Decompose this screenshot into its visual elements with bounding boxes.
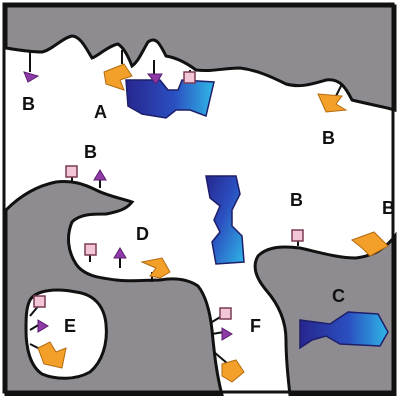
- label-b-mid-left: B: [84, 142, 97, 162]
- pink-square-marker: [292, 230, 303, 241]
- label-b-mid-right: B: [290, 190, 303, 210]
- pink-square-marker: [184, 72, 195, 83]
- orange-receptor-marker: [222, 360, 244, 382]
- purple-triangle-marker: [94, 170, 106, 180]
- purple-triangle-marker: [222, 328, 232, 340]
- orange-receptor-marker: [318, 94, 346, 112]
- label-c: C: [332, 286, 345, 306]
- label-b-top-right: B: [322, 128, 335, 148]
- shape-center: [206, 176, 244, 264]
- pink-square-marker: [85, 244, 96, 255]
- label-d: D: [136, 224, 149, 244]
- orange-receptor-marker: [142, 258, 170, 278]
- label-b-far-right: B: [382, 198, 395, 218]
- label-e: E: [64, 316, 76, 336]
- label-b-top-left: B: [22, 94, 35, 114]
- shape-a: [126, 80, 214, 118]
- pink-square-marker: [66, 166, 77, 177]
- label-a: A: [94, 102, 107, 122]
- purple-triangle-marker: [114, 248, 126, 258]
- pink-square-marker: [220, 308, 231, 319]
- purple-triangle-marker: [24, 72, 38, 82]
- pink-square-marker: [34, 296, 45, 307]
- label-f: F: [250, 316, 261, 336]
